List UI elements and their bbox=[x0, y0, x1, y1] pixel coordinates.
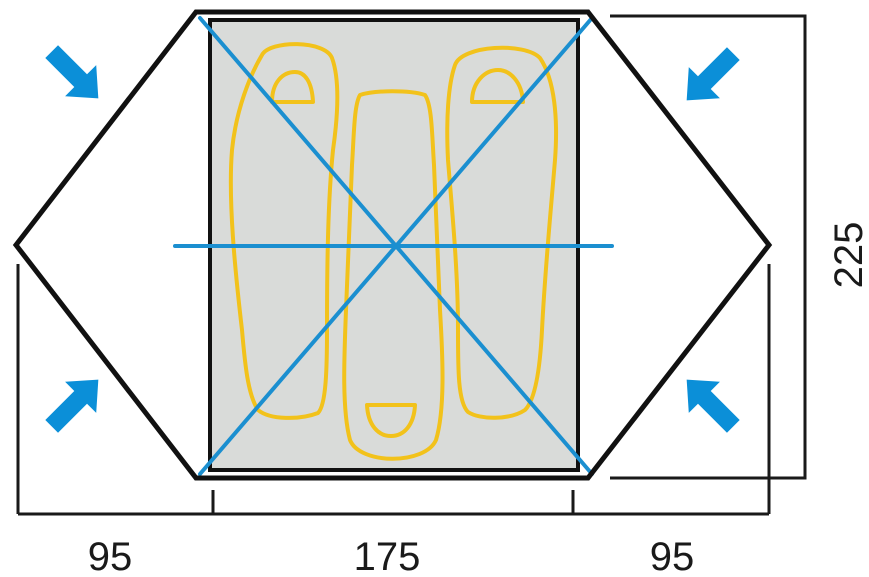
dimension-lines bbox=[16, 14, 807, 516]
sleeping-bag-middle-hood bbox=[365, 403, 417, 438]
arrow-icon bbox=[45, 45, 99, 99]
sleeping-bag-right-hood bbox=[470, 68, 525, 104]
sleeping-bag-left-hood bbox=[270, 70, 315, 104]
arrow-icon bbox=[45, 379, 99, 433]
dimension-label-left-vestibule: 95 bbox=[88, 535, 133, 577]
sleeping-bag-right bbox=[445, 45, 559, 420]
entrance-arrows bbox=[45, 45, 740, 433]
arrow-icon bbox=[686, 379, 740, 433]
sleeping-bag-middle bbox=[342, 89, 445, 461]
dimension-label-right-vestibule: 95 bbox=[650, 535, 695, 577]
sleeping-bags bbox=[228, 42, 559, 461]
dimension-line-right bbox=[610, 14, 807, 480]
tent-poles bbox=[173, 16, 614, 476]
dimension-label-length: 225 bbox=[827, 222, 869, 289]
sleeping-bag-left bbox=[228, 42, 340, 420]
outer-fly-outline bbox=[12, 9, 773, 481]
arrow-icon bbox=[686, 47, 740, 101]
dimension-label-inner-width: 175 bbox=[354, 535, 421, 577]
